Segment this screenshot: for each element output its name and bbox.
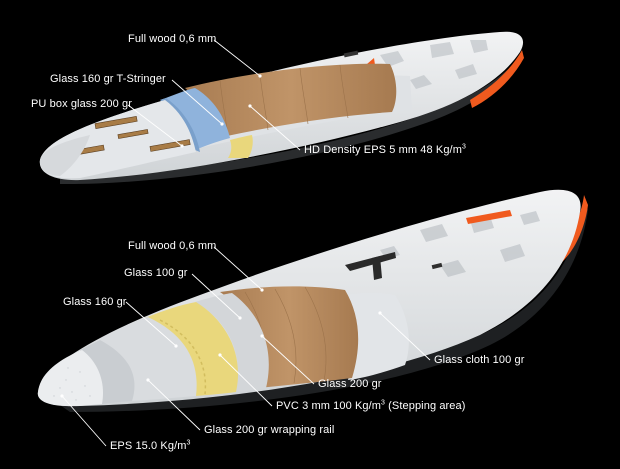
label-bottom-glass-160: Glass 160 gr <box>63 296 127 309</box>
label-top-hd-density: HD Density EPS 5 mm 48 Kg/m3 <box>304 143 466 157</box>
bottom-board-pvc-layer <box>145 302 239 396</box>
top-board-rail-dark <box>60 55 520 185</box>
label-bottom-glass-200-text: Glass 200 gr <box>318 378 382 390</box>
bottom-board-logo-bar <box>466 210 512 224</box>
leader-bottom-eps <box>61 395 107 447</box>
leader-top-hd-density <box>249 105 301 151</box>
label-bottom-glass-100-text: Glass 100 gr <box>124 267 188 279</box>
label-bottom-full-wood: Full wood 0,6 mm <box>128 240 216 253</box>
label-bottom-wrapping-rail-text: Glass 200 gr wrapping rail <box>204 424 335 436</box>
leader-top-pu-box <box>127 104 183 147</box>
label-bottom-glass-cloth: Glass cloth 100 gr <box>434 354 524 367</box>
label-top-full-wood-text: Full wood 0,6 mm <box>128 33 217 45</box>
bottom-board-glass-160-layer <box>100 317 197 401</box>
bottom-board-glass-100-layer <box>195 293 269 392</box>
leader-top-full-wood <box>213 39 261 77</box>
top-board-logo-mark <box>343 50 359 58</box>
label-top-hd-density-text: HD Density EPS 5 mm 48 Kg/m <box>304 144 462 156</box>
label-bottom-glass-100: Glass 100 gr <box>124 267 188 280</box>
bottom-board-mast-track <box>345 252 396 271</box>
leader-top-glass-t-stringer <box>171 79 223 125</box>
bottom-board-eps-nose <box>37 350 104 407</box>
label-top-pu-box-text: PU box glass 200 gr <box>31 98 132 110</box>
label-top-full-wood: Full wood 0,6 mm <box>128 33 216 46</box>
bottom-board-wrapping-rail <box>80 340 135 404</box>
label-bottom-pvc: PVC 3 mm 100 Kg/m3 (Stepping area) <box>276 399 466 413</box>
leader-bottom-glass-cloth <box>379 312 431 361</box>
leader-bottom-pvc <box>219 354 273 407</box>
top-board <box>39 31 524 185</box>
label-bottom-eps: EPS 15.0 Kg/m3 <box>110 439 191 453</box>
top-board-yellow-patch <box>228 135 253 158</box>
label-bottom-eps-text: EPS 15.0 Kg/m <box>110 440 187 452</box>
bottom-board <box>37 189 588 412</box>
label-bottom-eps-sup: 3 <box>186 439 191 447</box>
top-board-eps-layer <box>160 88 230 150</box>
label-bottom-pvc-sup: 3 <box>381 399 386 407</box>
label-bottom-wrapping-rail: Glass 200 gr wrapping rail <box>204 424 334 437</box>
label-top-pu-box: PU box glass 200 gr <box>31 98 132 111</box>
bottom-board-glass-cloth <box>340 292 409 380</box>
label-bottom-glass-160-text: Glass 160 gr <box>63 296 127 308</box>
label-top-glass-t-stringer: Glass 160 gr T-Stringer <box>50 73 166 86</box>
label-top-glass-t-stringer-text: Glass 160 gr T-Stringer <box>50 73 166 85</box>
label-bottom-pvc-suffix: (Stepping area) <box>385 400 466 412</box>
bottom-board-camo <box>380 211 540 277</box>
label-bottom-glass-cloth-text: Glass cloth 100 gr <box>434 354 525 366</box>
top-board-wood-layer <box>185 63 397 142</box>
label-top-hd-density-sup: 3 <box>461 143 466 151</box>
leader-bottom-wrapping-rail <box>147 379 201 431</box>
label-bottom-full-wood-text: Full wood 0,6 mm <box>128 240 217 252</box>
top-board-glass-layer <box>39 100 196 179</box>
leader-bottom-glass-200 <box>261 335 315 385</box>
label-bottom-glass-200: Glass 200 gr <box>318 378 382 391</box>
leader-lines <box>60 39 431 447</box>
top-board-tail-orange <box>470 50 524 108</box>
bottom-board-wood-layer <box>220 286 359 388</box>
label-bottom-pvc-text: PVC 3 mm 100 Kg/m <box>276 400 382 412</box>
leader-bottom-glass-100 <box>191 273 241 319</box>
leader-bottom-full-wood <box>213 246 263 291</box>
leader-bottom-glass-160 <box>125 301 177 347</box>
